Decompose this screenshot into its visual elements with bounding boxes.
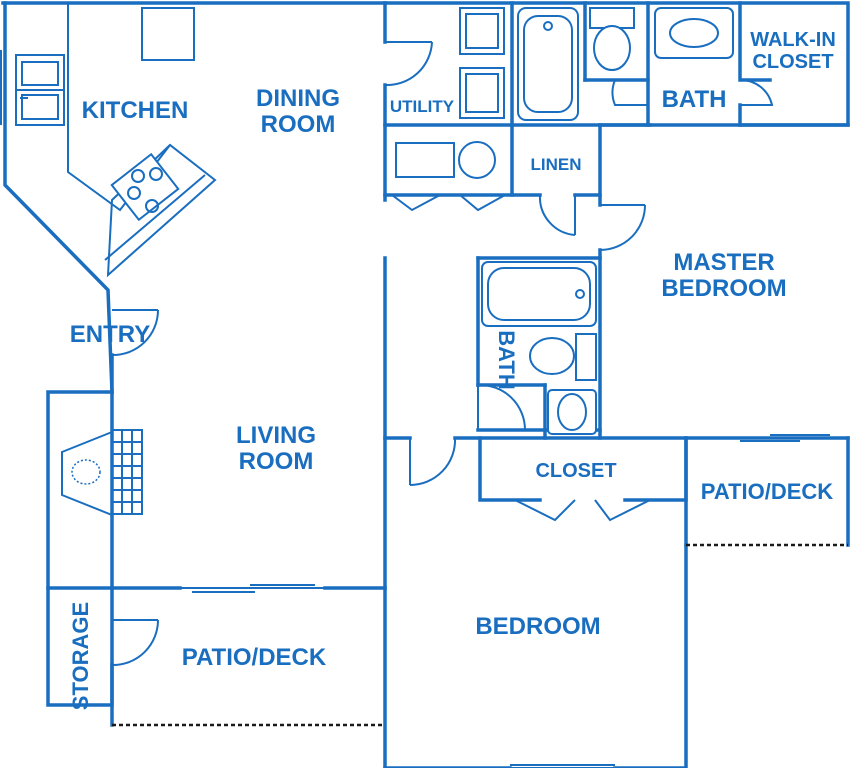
label-bath-hall: BATH — [494, 330, 519, 389]
label-walkin-2: CLOSET — [752, 51, 833, 73]
label-utility: UTILITY — [390, 97, 455, 116]
label-closet: CLOSET — [535, 460, 616, 482]
label-linen: LINEN — [531, 155, 582, 174]
sliding-doors — [0, 50, 848, 768]
label-storage: STORAGE — [68, 602, 93, 710]
label-master-1: MASTER — [673, 249, 774, 276]
room-labels: KITCHEN DINING ROOM UTILITY LINEN BATH W… — [68, 29, 836, 710]
deck-edges — [112, 543, 848, 727]
utility-fixtures — [395, 7, 505, 179]
label-entry: ENTRY — [70, 321, 150, 348]
label-living-2: ROOM — [239, 448, 314, 475]
label-walkin-1: WALK-IN — [750, 29, 836, 51]
label-dining-2: ROOM — [261, 111, 336, 138]
label-patio-right: PATIO/DECK — [701, 479, 834, 504]
hearth-tiles — [111, 429, 143, 515]
label-dining-1: DINING — [256, 85, 340, 112]
hall-bath-fixtures — [481, 261, 597, 435]
master-bath-fixtures — [517, 7, 734, 121]
kitchen-fixtures — [15, 3, 217, 278]
fireplace — [61, 429, 143, 517]
label-kitchen: KITCHEN — [82, 97, 189, 124]
label-patio-left: PATIO/DECK — [182, 644, 327, 671]
label-master-2: BEDROOM — [661, 275, 786, 302]
label-living-1: LIVING — [236, 422, 316, 449]
label-bath-master: BATH — [662, 86, 727, 113]
door-swings — [111, 41, 774, 667]
label-bedroom: BEDROOM — [475, 613, 600, 640]
